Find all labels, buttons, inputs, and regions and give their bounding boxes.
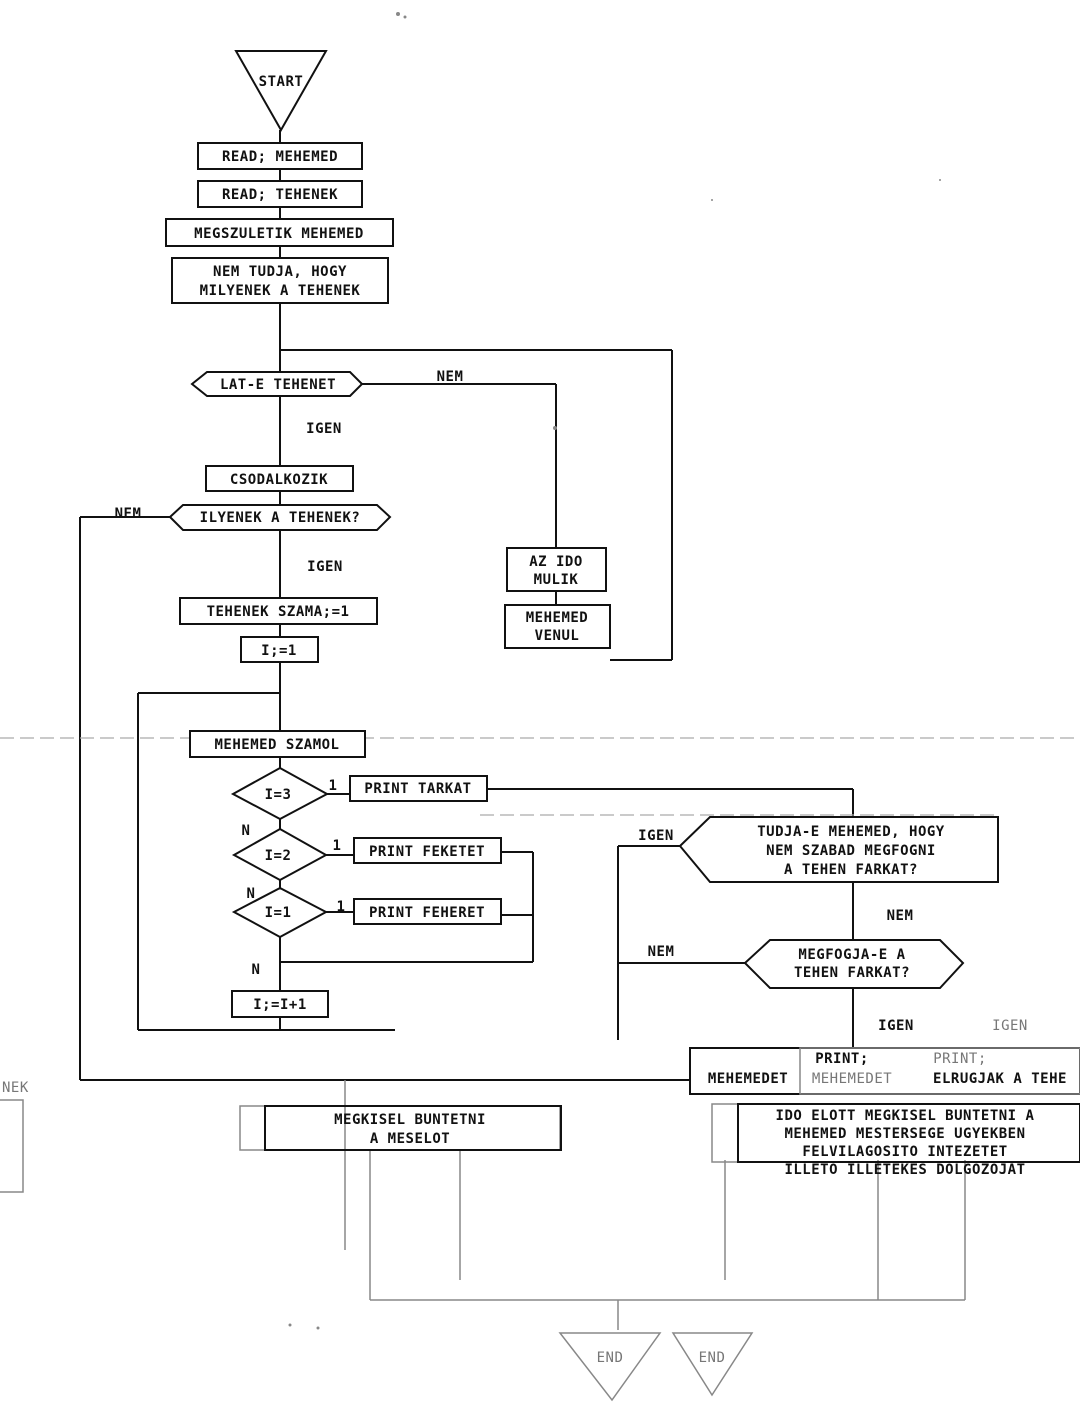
lat-e-label: LAT-E TEHENET bbox=[220, 377, 336, 393]
megfogja-decision: MEGFOGJA-E A TEHEN FARKAT? bbox=[743, 939, 965, 989]
i-init-box: I;=1 bbox=[240, 636, 319, 663]
print-feketet-label: PRINT FEKETET bbox=[369, 844, 485, 860]
cond-2-decision: I=2 bbox=[231, 827, 329, 882]
start-label: START bbox=[259, 74, 304, 90]
tudja-line3: A TEHEN FARKAT? bbox=[784, 862, 918, 878]
print-tarkat-label: PRINT TARKAT bbox=[364, 781, 471, 797]
cond-2-no: N bbox=[247, 886, 256, 902]
megkisel-box: MEGKISEL BUNTETNI A MESELOT bbox=[239, 1105, 562, 1151]
az-ido-box: AZ IDO MULIK bbox=[506, 547, 607, 592]
cond-3-no: N bbox=[242, 823, 251, 839]
ilyenek-igen-label: IGEN bbox=[307, 559, 343, 575]
tudja-igen-label: IGEN bbox=[638, 828, 674, 844]
cond-3-label: I=3 bbox=[265, 787, 292, 803]
print-feheret-box: PRINT FEHERET bbox=[353, 898, 502, 925]
csodalkozik-label: CSODALKOZIK bbox=[230, 472, 328, 488]
ido-elott-line2: MEHEMED MESTERSEGE UGYEKBEN bbox=[784, 1126, 1025, 1142]
end-label-2: END bbox=[699, 1350, 726, 1366]
ido-elott-line1: IDO ELOTT MEGKISEL BUNTETNI A bbox=[776, 1108, 1035, 1124]
nem-tudja-line1: NEM TUDJA, HOGY bbox=[213, 264, 347, 280]
szamol-label: MEHEMED SZAMOL bbox=[214, 737, 339, 753]
left-edge-fragment: NEK bbox=[0, 1080, 29, 1193]
ghost-igen-label: IGEN bbox=[992, 1018, 1028, 1034]
ilyenek-decision: ILYENEK A TEHENEK? bbox=[168, 504, 392, 531]
end-terminal-1: END bbox=[558, 1332, 662, 1402]
print-feketet-box: PRINT FEKETET bbox=[353, 837, 502, 864]
start-terminal: START bbox=[234, 50, 328, 133]
venul-line1: MEHEMED bbox=[526, 610, 589, 626]
cond-2-label: I=2 bbox=[265, 848, 292, 864]
i-inc-box: I;=I+1 bbox=[231, 990, 329, 1018]
megszuletik-label: MEGSZULETIK MEHEMED bbox=[194, 226, 364, 242]
read-mehemed-box: READ; MEHEMED bbox=[197, 142, 363, 170]
megfogja-nem-label: NEM bbox=[648, 944, 675, 960]
venul-box: MEHEMED VENUL bbox=[504, 604, 611, 649]
nem-tudja-box: NEM TUDJA, HOGY MILYENEK A TEHENEK bbox=[171, 257, 389, 304]
read-tehenek-box: READ; TEHENEK bbox=[197, 180, 363, 208]
left-edge-label: NEK bbox=[2, 1080, 29, 1096]
cond-3-decision: I=3 bbox=[230, 766, 330, 821]
read-mehemed-label: READ; MEHEMED bbox=[222, 149, 338, 165]
print-a-label: PRINT; bbox=[815, 1051, 869, 1067]
print-tarkat-box: PRINT TARKAT bbox=[349, 775, 488, 802]
mehemedet-label-2: MEHEMEDET bbox=[812, 1071, 892, 1087]
tehenek-szama-label: TEHENEK SZAMA;=1 bbox=[207, 604, 350, 620]
i-init-label: I;=1 bbox=[261, 643, 297, 659]
tudja-line1: TUDJA-E MEHEMED, HOGY bbox=[757, 824, 945, 840]
megfogja-igen-label: IGEN bbox=[878, 1018, 914, 1034]
ilyenek-label: ILYENEK A TEHENEK? bbox=[200, 510, 361, 526]
cond-3-yes: 1 bbox=[329, 778, 338, 794]
ilyenek-nem-label: NEM bbox=[115, 506, 142, 522]
cond-1-label: I=1 bbox=[265, 905, 292, 921]
print-feheret-label: PRINT FEHERET bbox=[369, 905, 485, 921]
ido-elott-box: IDO ELOTT MEGKISEL BUNTETNI A MEHEMED ME… bbox=[711, 1103, 1080, 1178]
szamol-box: MEHEMED SZAMOL bbox=[189, 730, 366, 758]
az-ido-line2: MULIK bbox=[534, 572, 579, 588]
i-inc-label: I;=I+1 bbox=[253, 997, 307, 1013]
lat-e-decision: LAT-E TEHENET bbox=[190, 371, 364, 397]
cond-1-no: N bbox=[252, 962, 261, 978]
ido-elott-line3: FELVILAGOSITO INTEZETET bbox=[802, 1144, 1007, 1160]
lat-e-igen-label: IGEN bbox=[306, 421, 342, 437]
elrugjak-label: ELRUGJAK A TEHE bbox=[933, 1071, 1067, 1087]
megkisel-line1: MEGKISEL BUNTETNI bbox=[334, 1112, 486, 1128]
lat-e-nem-label: NEM bbox=[437, 369, 464, 385]
read-tehenek-label: READ; TEHENEK bbox=[222, 187, 338, 203]
venul-line2: VENUL bbox=[535, 628, 580, 644]
print-elrugjak-box: PRINT; PRINT; MEHEMEDET MEHEMEDET ELRUGJ… bbox=[689, 1047, 1080, 1095]
tehenek-szama-box: TEHENEK SZAMA;=1 bbox=[179, 597, 378, 625]
tudja-nem-label: NEM bbox=[887, 908, 914, 924]
mehemedet-label-1: MEHEMEDET bbox=[708, 1071, 788, 1087]
cond-1-decision: I=1 bbox=[231, 886, 329, 939]
megfogja-line1: MEGFOGJA-E A bbox=[798, 947, 905, 963]
cond-2-yes: 1 bbox=[333, 838, 342, 854]
tudja-e-decision: TUDJA-E MEHEMED, HOGY NEM SZABAD MEGFOGN… bbox=[678, 816, 999, 883]
az-ido-line1: AZ IDO bbox=[529, 554, 583, 570]
end-label-1: END bbox=[597, 1350, 624, 1366]
connectors bbox=[0, 130, 1080, 1330]
end-terminal-2: END bbox=[671, 1332, 754, 1397]
cond-1-yes: 1 bbox=[337, 899, 346, 915]
megkisel-line2: A MESELOT bbox=[370, 1131, 450, 1147]
print-b-label: PRINT; bbox=[933, 1051, 987, 1067]
csodalkozik-box: CSODALKOZIK bbox=[205, 465, 354, 492]
nem-tudja-line2: MILYENEK A TEHENEK bbox=[200, 283, 361, 299]
megfogja-line2: TEHEN FARKAT? bbox=[794, 965, 910, 981]
ido-elott-line4: ILLETO ILLETEKES DOLGOZOJAT bbox=[784, 1162, 1025, 1178]
scan-specks bbox=[288, 12, 941, 1330]
tudja-line2: NEM SZABAD MEGFOGNI bbox=[766, 843, 936, 859]
megszuletik-box: MEGSZULETIK MEHEMED bbox=[165, 218, 394, 247]
